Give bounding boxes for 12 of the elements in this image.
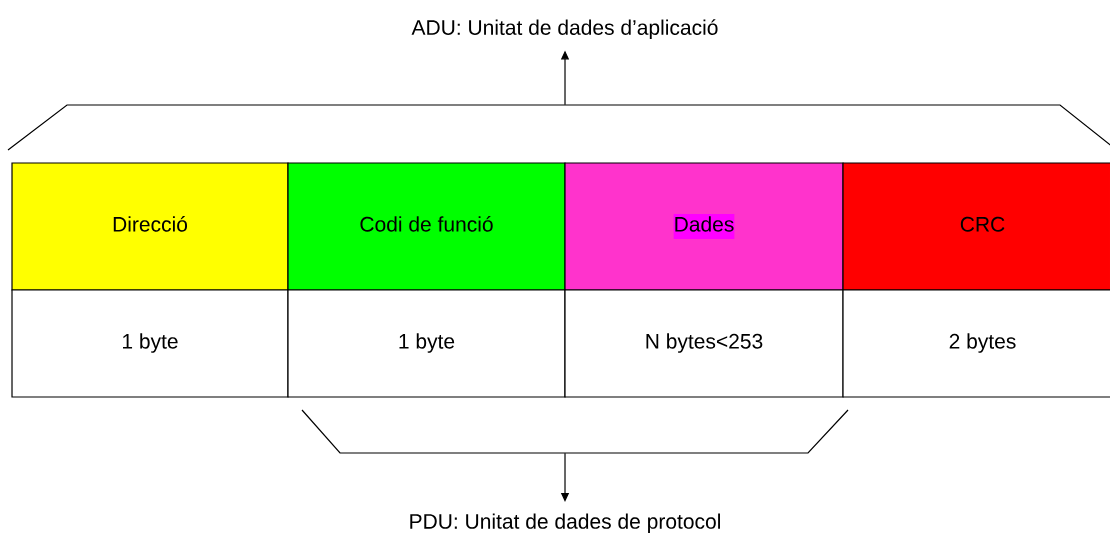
caption-text: ADU: Unitat de dades d’aplicació (411, 19, 718, 40)
bracket (301, 409, 849, 454)
field-cell: Dades (564, 162, 844, 291)
bracket (7, 104, 1110, 151)
field-cell: 1 byte (11, 289, 289, 398)
field-cell: N bytes<253 (564, 289, 844, 398)
field-cell: 1 byte (287, 289, 566, 398)
field-cell: CRC (842, 162, 1110, 291)
field-cell: Codi de funció (287, 162, 566, 291)
field-cell: 2 bytes (842, 289, 1110, 398)
caption-text: PDU: Unitat de dades de protocol (410, 513, 720, 533)
field-cell: Direcció (11, 162, 289, 291)
